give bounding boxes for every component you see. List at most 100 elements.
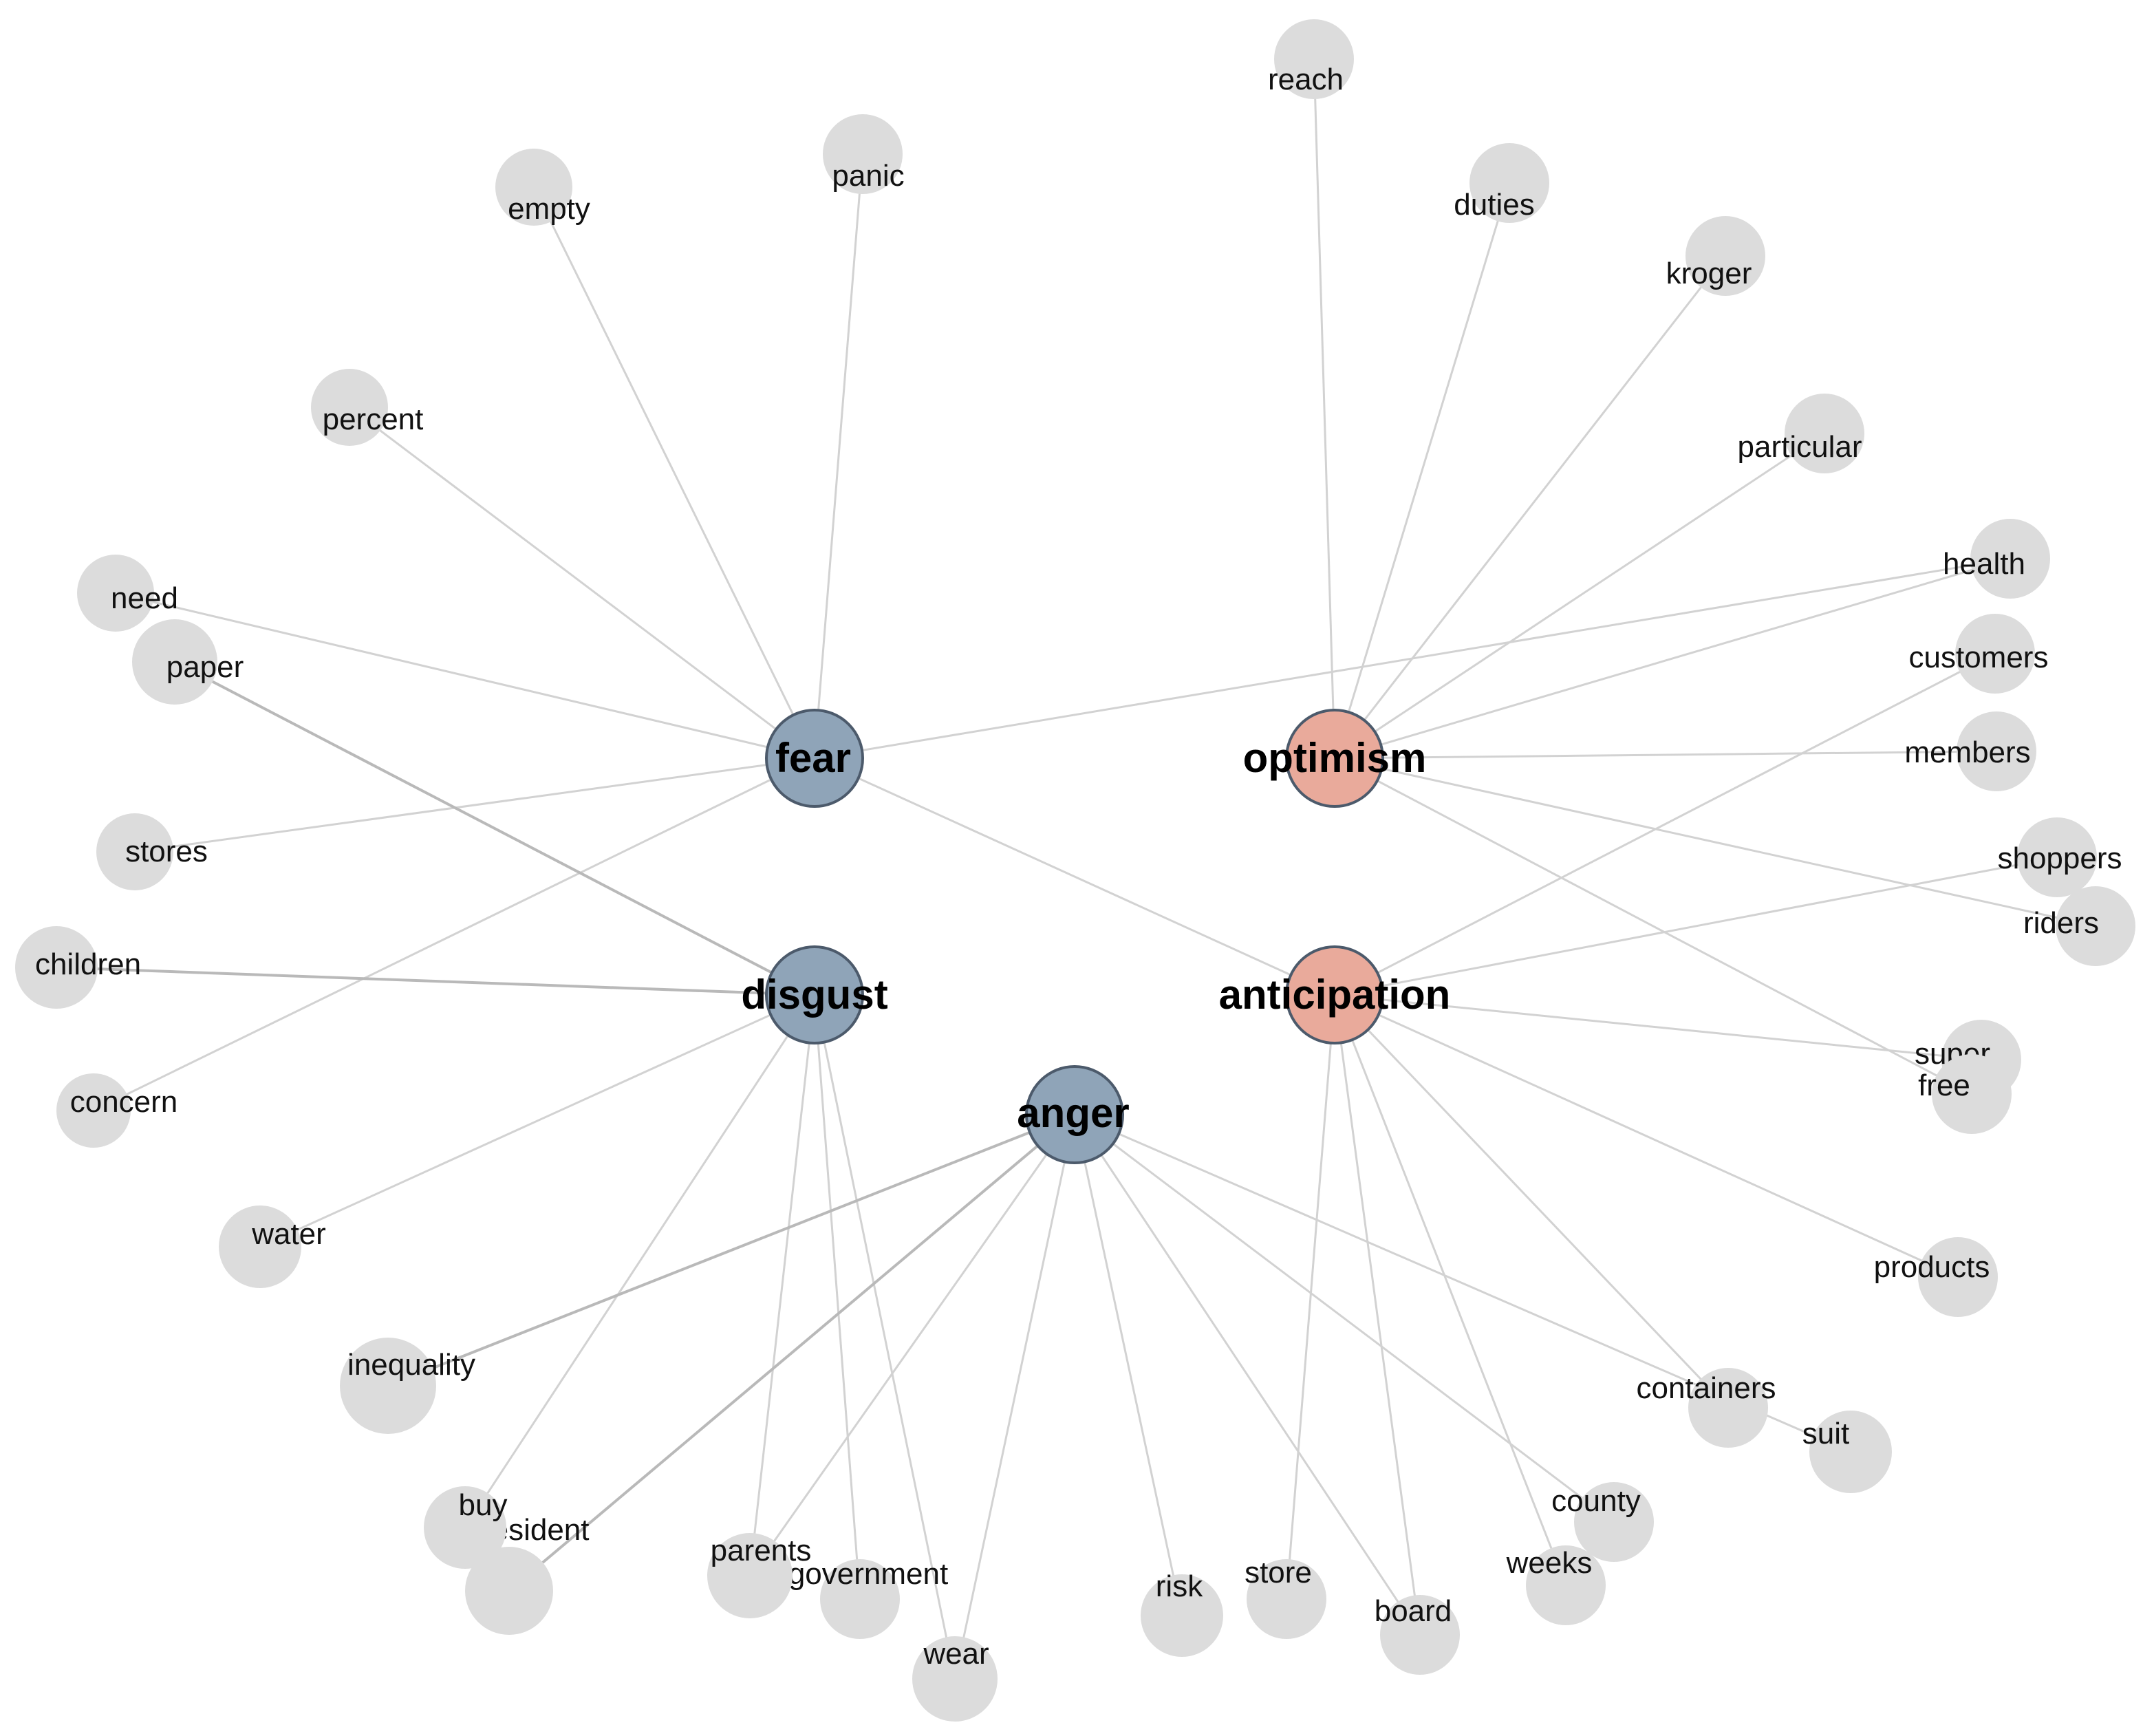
word-node-circle	[465, 1547, 553, 1635]
word-node-label: kroger	[1666, 257, 1752, 290]
word-node-circle	[96, 813, 173, 890]
word-node-particular[interactable]: particular	[1738, 394, 1864, 473]
edge-optimism-riders	[1334, 757, 2096, 928]
edge-disgust-buy	[464, 994, 816, 1528]
edge-anticipation-products	[1334, 994, 1959, 1278]
emotion-node-label: anger	[1017, 1090, 1129, 1136]
word-node-board[interactable]: board	[1375, 1594, 1460, 1675]
word-node-circle	[2056, 886, 2135, 966]
edge-anticipation-board	[1333, 994, 1421, 1636]
emotion-node-circle	[1285, 709, 1384, 808]
word-node-circle	[1274, 19, 1354, 99]
word-node-label: particular	[1738, 430, 1862, 464]
word-node-label: wear	[923, 1637, 989, 1671]
edge-fear-concern	[93, 757, 815, 1112]
emotion-node-circle	[1025, 1065, 1124, 1164]
word-node-circle	[1141, 1574, 1223, 1657]
emotion-node-circle	[1285, 945, 1384, 1044]
word-node-label: parents	[711, 1534, 812, 1567]
edge-fear-need	[115, 592, 815, 760]
word-node-circle	[1469, 143, 1549, 223]
emotion-node-label: fear	[775, 735, 851, 781]
word-node-parents[interactable]: parents	[707, 1533, 811, 1618]
edge-fear-anticipation	[814, 757, 1335, 996]
word-nodes-layer: reach duties kroger particular health custome…	[15, 19, 2135, 1722]
word-node-label: inequality	[347, 1348, 475, 1382]
edge-anticipation-shoppers	[1334, 856, 2058, 996]
emotion-node-anticipation[interactable]: anticipation	[1219, 945, 1451, 1044]
word-node-government[interactable]: government	[788, 1557, 948, 1639]
emotion-node-anger[interactable]: anger	[1017, 1065, 1130, 1164]
word-node-panic[interactable]: panic	[823, 114, 905, 194]
word-node-label: paper	[166, 650, 244, 684]
word-node-water[interactable]: water	[219, 1205, 326, 1288]
word-node-label: customers	[1909, 641, 2049, 674]
word-node-label: concern	[70, 1085, 178, 1119]
word-node-wear[interactable]: wear	[912, 1636, 998, 1722]
word-node-inequality[interactable]: inequality	[340, 1338, 475, 1434]
edges-layer	[56, 58, 2096, 1680]
word-node-label: duties	[1454, 188, 1534, 222]
word-node-stores[interactable]: stores	[96, 813, 208, 890]
word-node-county[interactable]: county	[1551, 1482, 1654, 1562]
edge-disgust-parents	[748, 994, 816, 1576]
word-node-circle	[15, 926, 98, 1009]
word-node-label: store	[1245, 1556, 1312, 1589]
edge-anticipation-super	[1334, 994, 1982, 1061]
edge-optimism-duties	[1333, 182, 1511, 759]
word-node-shoppers[interactable]: shoppers	[1997, 817, 2122, 897]
edge-anticipation-customers	[1334, 652, 1996, 996]
edge-optimism-particular	[1334, 432, 1825, 760]
word-node-paper[interactable]: paper	[132, 619, 244, 705]
word-node-label: empty	[508, 192, 590, 226]
word-node-need[interactable]: need	[77, 555, 178, 632]
emotion-node-optimism[interactable]: optimism	[1243, 709, 1427, 808]
word-node-risk[interactable]: risk	[1141, 1569, 1223, 1657]
word-node-children[interactable]: children	[15, 926, 141, 1009]
word-node-circle	[340, 1338, 436, 1434]
word-node-circle	[1685, 216, 1765, 296]
word-node-members[interactable]: members	[1904, 711, 2036, 791]
word-node-duties[interactable]: duties	[1454, 143, 1549, 223]
word-node-health[interactable]: health	[1943, 519, 2050, 599]
word-node-circle	[1526, 1545, 1606, 1625]
word-node-weeks[interactable]: weeks	[1506, 1545, 1606, 1625]
emotion-node-label: optimism	[1243, 735, 1427, 781]
word-node-label: government	[788, 1557, 948, 1591]
word-node-circle	[912, 1636, 998, 1722]
word-node-circle	[2017, 817, 2097, 897]
word-node-label: reach	[1268, 63, 1344, 96]
word-node-percent[interactable]: percent	[311, 369, 423, 446]
emotion-node-disgust[interactable]: disgust	[741, 945, 888, 1044]
word-node-circle	[311, 369, 388, 446]
emotion-node-label: anticipation	[1219, 972, 1451, 1018]
word-node-circle	[1380, 1595, 1460, 1675]
word-node-store[interactable]: store	[1245, 1556, 1326, 1639]
word-node-containers[interactable]: containers	[1636, 1368, 1776, 1448]
word-node-buy[interactable]: buy	[424, 1486, 507, 1569]
word-node-free[interactable]: free	[1918, 1054, 2012, 1134]
word-node-concern[interactable]: concern	[56, 1073, 177, 1148]
edge-optimism-reach	[1313, 58, 1336, 759]
word-node-suit[interactable]: suit	[1802, 1411, 1892, 1493]
edge-anger-risk	[1073, 1114, 1183, 1616]
word-node-circle	[495, 149, 572, 226]
word-node-circle	[1688, 1368, 1768, 1448]
word-node-empty[interactable]: empty	[495, 149, 590, 226]
emotion-node-fear[interactable]: fear	[765, 709, 864, 808]
edge-disgust-children	[56, 966, 815, 996]
word-node-label: panic	[832, 159, 904, 193]
word-node-customers[interactable]: customers	[1909, 614, 2049, 694]
word-node-label: stores	[125, 835, 208, 868]
word-node-riders[interactable]: riders	[2023, 886, 2135, 966]
edge-fear-empty	[532, 186, 816, 759]
word-node-products[interactable]: products	[1874, 1237, 1998, 1317]
word-node-circle	[132, 619, 217, 705]
word-node-label: water	[251, 1217, 326, 1251]
word-node-reach[interactable]: reach	[1268, 19, 1354, 99]
edge-anger-parents	[748, 1114, 1076, 1576]
word-node-label: percent	[323, 403, 424, 436]
edge-anger-president	[508, 1113, 1076, 1592]
word-node-kroger[interactable]: kroger	[1666, 216, 1765, 296]
